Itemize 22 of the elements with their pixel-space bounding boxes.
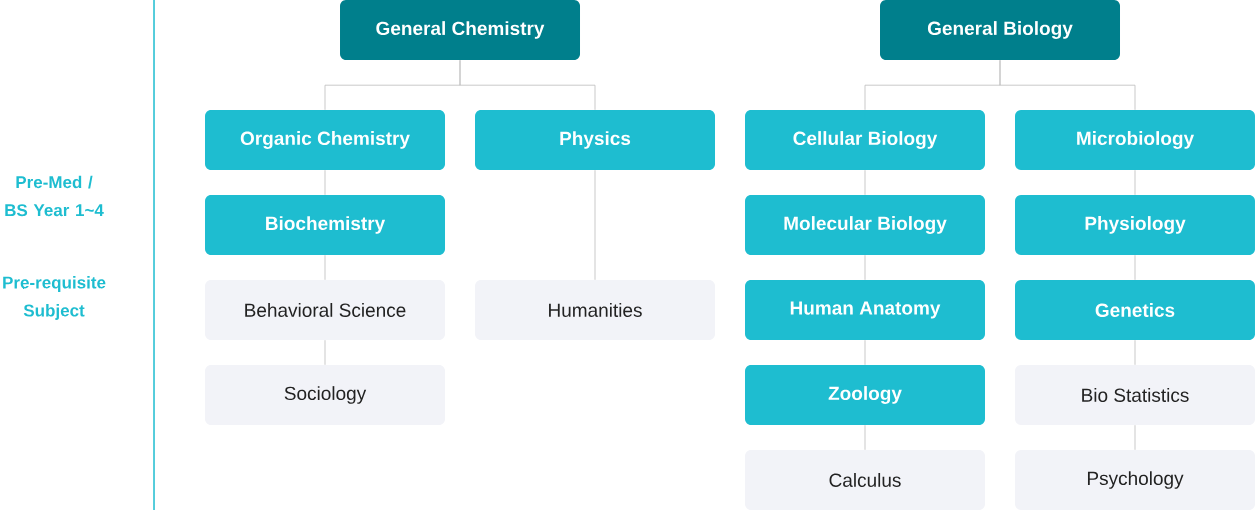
prerequisite-box: Psychology (1015, 450, 1255, 510)
course-box: Human Anatomy (745, 280, 985, 340)
course-box: Organic Chemistry (205, 110, 445, 170)
course-box: Cellular Biology (745, 110, 985, 170)
course-box: Molecular Biology (745, 195, 985, 255)
side-label: Pre-Med / BS Year 1~4 (5, 175, 104, 217)
course-box: Physics (475, 110, 715, 170)
course-box: Zoology (745, 365, 985, 425)
prerequisite-box: Calculus (745, 450, 985, 510)
prerequisite-box: Behavioral Science (205, 280, 445, 340)
course-box: Biochemistry (205, 195, 445, 255)
prerequisite-box: Humanities (475, 280, 715, 340)
course-box: General Biology (880, 0, 1120, 60)
course-box: Genetics (1015, 280, 1255, 340)
connector-line (459, 59, 596, 111)
course-box: General Chemistry (340, 0, 580, 60)
prerequisite-box: Sociology (205, 365, 445, 425)
side-label: Pre-requisite Subject (3, 276, 106, 320)
course-box: Physiology (1015, 195, 1255, 255)
connector-line (999, 59, 1136, 111)
course-box: Microbiology (1015, 110, 1255, 170)
prerequisite-box: Bio Statistics (1015, 365, 1255, 425)
